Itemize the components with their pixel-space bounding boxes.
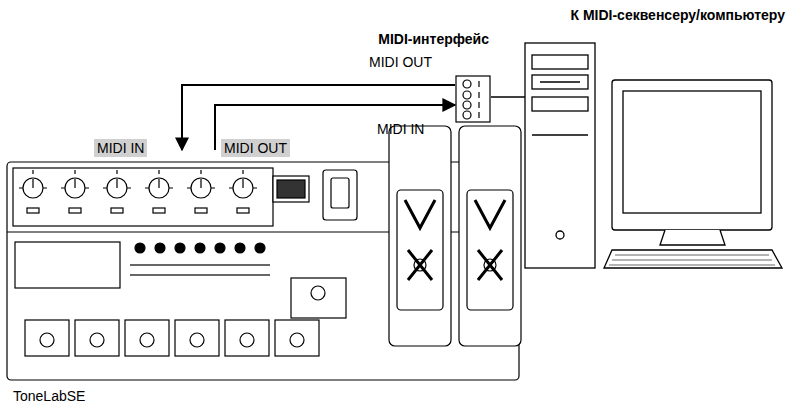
midi-cable	[491, 96, 525, 97]
node-label: ToneLabSE	[13, 388, 85, 404]
port-label: MIDI IN	[94, 139, 147, 157]
midi-interface-box	[455, 75, 491, 123]
port-label: MIDI OUT	[366, 53, 435, 71]
midi-interface: MIDI-интерфейс	[455, 75, 491, 123]
port-label: MIDI IN	[374, 120, 427, 138]
computer-illustration	[520, 35, 785, 275]
computer: К MIDI-секвенсеру/компьютеру	[520, 35, 785, 275]
port-label: MIDI OUT	[221, 139, 290, 157]
multi-effect-illustration	[5, 150, 525, 385]
node-label: К MIDI-секвенсеру/компьютеру	[570, 7, 785, 23]
node-label: MIDI-интерфейс	[378, 31, 489, 47]
tonelab-device: ToneLabSE	[5, 150, 525, 385]
